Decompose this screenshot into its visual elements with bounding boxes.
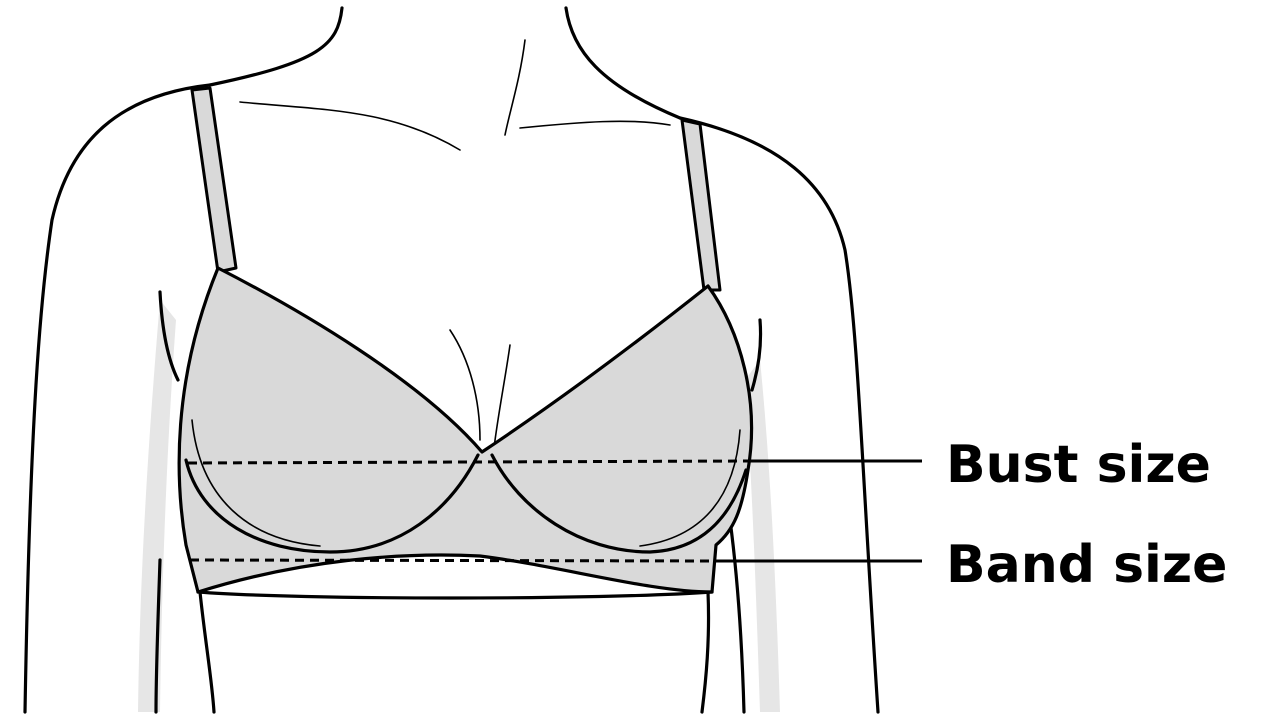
left-side-shadow (138, 300, 176, 712)
left-strap (190, 86, 238, 274)
right-shoulder-arm (678, 116, 880, 714)
bra-illustration (177, 86, 754, 600)
right-arm-inner-lower (728, 518, 746, 714)
left-cup-underwire (184, 453, 480, 554)
collarbone-left (239, 101, 461, 151)
bust-size-label: Bust size (946, 435, 1211, 495)
right-cup-underwire (490, 453, 748, 554)
neck-left-line (208, 6, 344, 87)
bust-dashed-line (187, 459, 749, 465)
right-inner-arm (750, 318, 763, 392)
right-side-shadow (745, 360, 780, 712)
torso-illustration (23, 6, 880, 714)
left-cup-seam (191, 419, 321, 547)
sternum-notch (504, 39, 526, 136)
left-shoulder-arm (23, 83, 212, 714)
left-arm-inner-lower (154, 558, 162, 714)
band-bottom-edge (196, 590, 714, 600)
left-inner-arm (158, 290, 180, 382)
cleavage-line-left (449, 329, 481, 441)
torso-right-lower (700, 590, 711, 714)
measurement-lines (187, 459, 922, 563)
band-size-label: Band size (946, 535, 1227, 595)
collarbone-right (519, 120, 671, 129)
torso-left-lower (198, 590, 216, 714)
cleavage-line-right (493, 344, 511, 449)
neck-right-line (564, 6, 682, 120)
band-dashed-line (189, 558, 719, 563)
right-strap (680, 118, 722, 292)
right-cup-seam (639, 429, 741, 547)
